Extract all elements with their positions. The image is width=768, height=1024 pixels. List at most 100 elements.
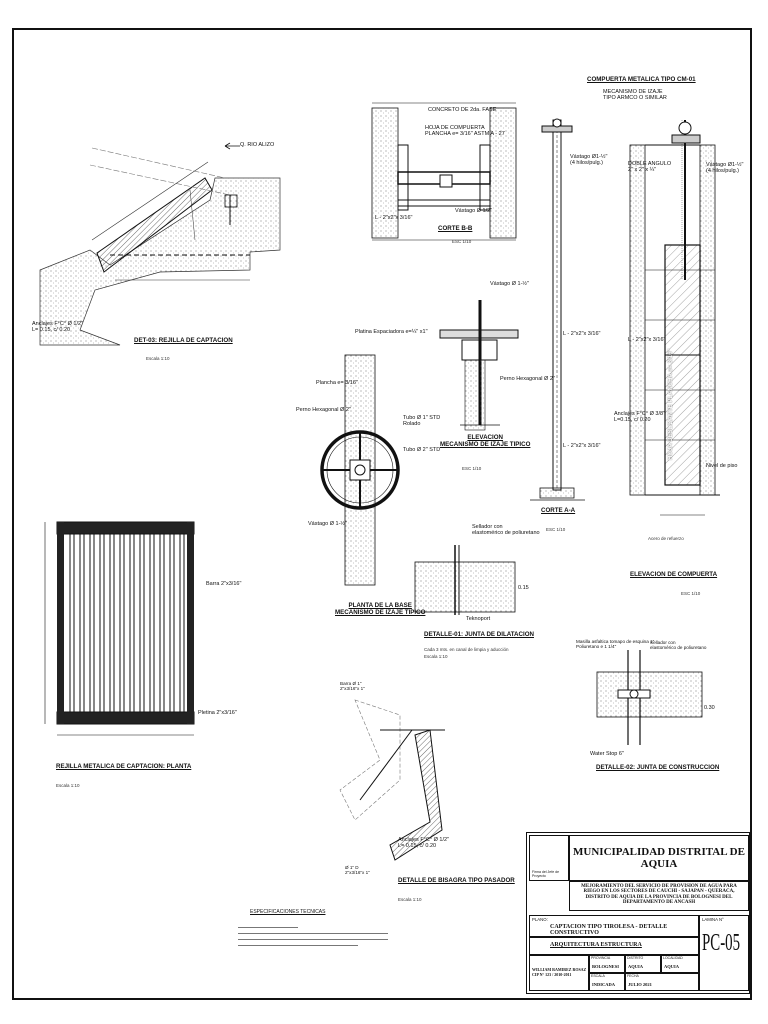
- elevacion-compuerta-title: ELEVACION DE COMPUERTA: [630, 571, 718, 578]
- signature-caption: Firma del Jefe de Proyecto: [532, 870, 560, 878]
- title-block: Firma del Jefe de Proyecto MUNICIPALIDAD…: [526, 832, 750, 994]
- grating-bar: [89, 533, 95, 713]
- escala-label: ESCALA: [591, 974, 605, 978]
- detalle01-drawing: [414, 545, 516, 615]
- drawing-sheet-frame: [12, 28, 752, 1000]
- grating-bar: [179, 533, 185, 713]
- localidad-label: LOCALIDAD: [663, 956, 683, 960]
- especificaciones-title: ESPECIFICACIONES TECNICAS: [250, 909, 326, 915]
- plano-title: CAPTACION TIPO TIROLESA - DETALLE CONSTR…: [550, 924, 668, 936]
- angulo-a2-label: L - 2"x2"x 3/16": [563, 443, 601, 449]
- planta-base-title: PLANTA DE LA BASE MECANISMO DE IZAJE TIP…: [335, 602, 426, 616]
- det01-dim-label: 0.15: [518, 585, 529, 591]
- project-description: MEJORAMIENTO DEL SERVICIO DE PROVISION D…: [581, 884, 737, 905]
- anclajes-comp-label: Anclajes F°C° Ø 3/8" L=0.15, c/ 0.20: [614, 411, 665, 423]
- det01-title: DETALLE-01: JUNTA DE DILATACION: [424, 631, 534, 638]
- det03-title: DET-03: REJILLA DE CAPTACION: [134, 337, 233, 344]
- proyectista-name: WILLIAM RAMIREZ ROSAZ CIP N° 123 / 2010-…: [532, 967, 587, 977]
- grating-bar: [119, 533, 125, 713]
- bisagra-title: DETALLE DE BISAGRA TIPO PASADOR: [398, 877, 515, 884]
- grating-bar: [129, 533, 135, 713]
- especificaciones-text-block: [238, 922, 388, 962]
- grating-bar: [159, 533, 165, 713]
- bisagra-drawing: [339, 699, 445, 861]
- perno-hex-label: Perno Hexagonal Ø 2": [296, 407, 351, 413]
- det03-scale: Escala 1:10: [146, 356, 170, 361]
- escala-value: INDICADA: [592, 982, 616, 987]
- lamina-label: LAMINA N°: [702, 917, 724, 922]
- planta-base-drawing: [320, 354, 400, 586]
- bisagra-scale: Escala 1:10: [398, 897, 422, 902]
- entity-box: MUNICIPALIDAD DISTRITAL DE AQUIA: [569, 835, 749, 881]
- escala-box: ESCALA INDICADA: [589, 973, 625, 991]
- lamina-box: LAMINA N° PC-05: [699, 915, 749, 991]
- bisagra-bottom-label: Ø 1" D 2"x3/16"x 1": [345, 865, 370, 875]
- det01-scale: Escala 1:10: [424, 654, 448, 659]
- especialidad-box: ARQUITECTURA ESTRUCTURA: [529, 937, 699, 955]
- det01-note: Cada 3 mts. en canal de limpia y aducció…: [424, 647, 509, 652]
- det02-sellador-label: Sellador con elastomérico de poliuretano: [650, 640, 707, 650]
- bisagra-anclaje-label: Anclajes F°C° Ø 1/2" L= 0.15, c/ 0.20: [398, 837, 449, 849]
- vastago-base-label: Vástago Ø 1-½": [308, 521, 347, 527]
- project-box: MEJORAMIENTO DEL SERVICIO DE PROVISION D…: [569, 881, 749, 911]
- grating-bar: [69, 533, 75, 713]
- plano-label: PLANO:: [532, 917, 548, 922]
- rejilla-tapa-label: Pletina 2"x3/16": [198, 710, 237, 716]
- tubo-2-label: Tubo Ø 2" STD: [403, 447, 441, 453]
- bisagra-top-label: Barra Ø 1" 2"x3/16"x 1": [340, 681, 365, 691]
- provincia-box: PROVINCIA BOLOGNESI: [589, 955, 625, 973]
- localidad-box: LOCALIDAD AQUIA: [661, 955, 699, 973]
- det02-mastic-label: Masilla asfaltica tomapo de esquina 1" P…: [576, 639, 655, 649]
- especialidad-title: ARQUITECTURA ESTRUCTURA: [550, 942, 642, 948]
- distrito-box: DISTRITO AQUIA: [625, 955, 661, 973]
- placa-espaciadora-label: Platina Espaciadora e=¼" x1": [355, 329, 428, 335]
- teknoport-label: Teknoport: [466, 616, 491, 622]
- elevacion-mecanismo-title: ELEVACION MECANISMO DE IZAJE TIPICO: [440, 434, 531, 448]
- hoja-deslizante-label: HOJA DESLIZANTE PLANCHA e= 3/16": [668, 348, 674, 460]
- provincia-label: PROVINCIA: [591, 956, 611, 960]
- provincia-value: BOLOGNESI: [592, 964, 620, 969]
- fecha-value: JULIO 2021: [628, 982, 652, 987]
- localidad-value: AQUIA: [664, 964, 680, 969]
- grating-bar: [139, 533, 145, 713]
- corte-bb-drawing: [371, 102, 517, 241]
- plano-box: PLANO: CAPTACION TIPO TIROLESA - DETALLE…: [529, 915, 699, 937]
- angulo-a1-label: L - 2"x2"x 3/16": [563, 331, 601, 337]
- det02-dim-label: 0.30: [704, 705, 715, 711]
- vastago-elev-label: Vástago Ø 1-½": [490, 281, 529, 287]
- grating-bar: [149, 533, 155, 713]
- vastago-bb-label: Vástago Ø 1/2": [455, 208, 493, 214]
- elevacion-mecanismo-drawing: [439, 300, 519, 431]
- fecha-label: FECHA: [627, 974, 639, 978]
- rejilla-planta-title: REJILLA METALICA DE CAPTACION: PLANTA: [56, 763, 192, 770]
- compuerta-title: COMPUERTA METALICA TIPO CM-01: [587, 76, 696, 83]
- signature-box: Firma del Jefe de Proyecto: [529, 835, 569, 881]
- hoja-label: HOJA DE COMPUERTA PLANCHA e= 3/16" ASTM …: [425, 125, 505, 137]
- rejilla-scale: Escala 1:10: [56, 783, 80, 788]
- tubo-1-label: Tubo Ø 1" STD Rolado: [403, 415, 441, 427]
- corte-aa-title: CORTE A-A: [541, 507, 576, 514]
- vastago-a-label: Vástago Ø1-½" (4 hilos/pulg.): [570, 154, 608, 166]
- nivel-piso-label: Nivel de piso: [706, 463, 738, 469]
- perno-elev-label: Perno Hexagonal Ø 2": [500, 376, 555, 382]
- plancha-label: Plancha e= 3/16": [316, 380, 358, 386]
- acero-refuerzo-label: Acero de refuerzo: [648, 536, 684, 541]
- elev-mec-scale: ESC 1/10: [462, 466, 482, 471]
- lamina-number: PC-05: [702, 930, 741, 956]
- grating-bar: [169, 533, 175, 713]
- doble-angulo-label: DOBLE ANGULO 2" x 2" x ¼": [628, 161, 672, 173]
- elevacion-compuerta-drawing: [629, 120, 720, 516]
- angulo-comp-label: L - 2"x2"x 3/16": [628, 337, 666, 343]
- entity-name: MUNICIPALIDAD DISTRITAL DE AQUIA: [573, 845, 745, 870]
- fecha-box: FECHA JULIO 2021: [625, 973, 699, 991]
- rejilla-barra-label: Barra 2"x3/16": [206, 581, 242, 587]
- corte-bb-scale: ESC 1/10: [452, 239, 472, 244]
- rejilla-planta-drawing: [44, 521, 195, 736]
- angulos-bb-label: L - 2"x2"x 3/16": [375, 215, 413, 221]
- flow-direction-label: Q. RIO ALIZO: [240, 142, 275, 148]
- elev-comp-scale: ESC 1/10: [681, 591, 701, 596]
- corte-aa-drawing: [530, 118, 585, 501]
- corte-bb-title: CORTE B-B: [438, 225, 473, 232]
- grating-bar: [99, 533, 105, 713]
